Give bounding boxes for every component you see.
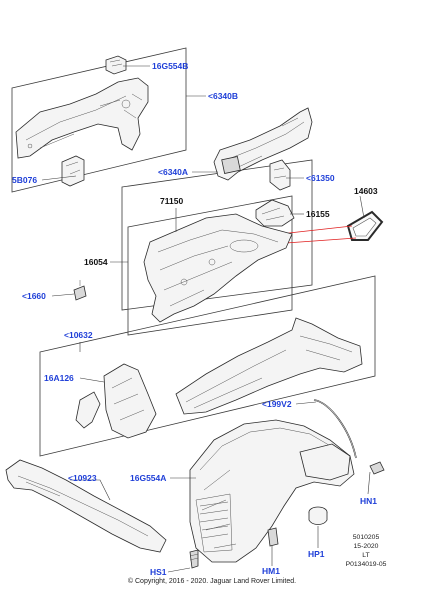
callout-hs1[interactable]: HS1: [150, 567, 167, 577]
callout-hm1[interactable]: HM1: [262, 566, 280, 576]
reference-line-1: 5010205: [352, 534, 380, 541]
callout-71150[interactable]: 71150: [160, 196, 184, 206]
wheelhouse-16054: [143, 213, 293, 323]
callout-6340b[interactable]: <6340B: [208, 91, 239, 101]
reference-line-3: LT: [362, 552, 370, 559]
panel-outline-6340b: [11, 47, 187, 193]
panel-outline-10632: [39, 275, 376, 457]
callout-6340a[interactable]: <6340A: [158, 167, 189, 177]
fastener-1660: [73, 280, 87, 301]
callout-hp1[interactable]: HP1: [308, 549, 325, 559]
clip-hn1: [369, 461, 385, 475]
callout-16155[interactable]: 16155: [306, 209, 330, 219]
bracket-16g554b: [105, 55, 127, 75]
reference-line-4: P0134019-05: [345, 561, 387, 568]
copyright-notice: © Copyright, 2016 - 2020. Jaguar Land Ro…: [127, 578, 297, 585]
callout-10632[interactable]: <10632: [64, 330, 93, 340]
wheel-arch-liner-16g554a: [189, 419, 355, 563]
panel-outline-16054: [127, 195, 293, 336]
callout-199v2[interactable]: <199V2: [262, 399, 292, 409]
reference-block: 5010205 15-2020 LT P0134019-05: [336, 533, 396, 569]
clip-61350: [269, 159, 291, 191]
callout-hn1[interactable]: HN1: [360, 496, 378, 506]
bracket-16a126: [75, 363, 157, 439]
lower-rail-10632: [175, 317, 363, 415]
cross-member-10923: [5, 459, 167, 553]
harness-199v2: [313, 399, 357, 459]
side-member-6340a: [213, 107, 313, 181]
screw-hs1: [189, 549, 199, 569]
plug-hp1: [308, 506, 328, 525]
callout-14603[interactable]: 14603: [354, 186, 378, 196]
apron-rail-6340b: [15, 77, 149, 159]
bracket-5b076: [61, 155, 85, 187]
callout-61350[interactable]: <61350: [306, 173, 335, 183]
callout-16g554a[interactable]: 16G554A: [130, 473, 167, 483]
fastener-hm1: [267, 527, 279, 547]
callout-10923[interactable]: <10923: [68, 473, 97, 483]
callout-16g554b[interactable]: 16G554B: [152, 61, 189, 71]
leader-lines: [41, 65, 371, 573]
seal-14603: [346, 210, 384, 241]
callout-16054[interactable]: 16054: [84, 257, 108, 267]
callout-1660[interactable]: <1660: [22, 291, 46, 301]
reference-line-2: 15-2020: [353, 543, 379, 550]
panel-outline-6340a: [121, 159, 313, 311]
bracket-16155: [255, 199, 295, 227]
callout-5b076[interactable]: 5B076: [12, 175, 38, 185]
callout-16a126[interactable]: 16A126: [44, 373, 74, 383]
